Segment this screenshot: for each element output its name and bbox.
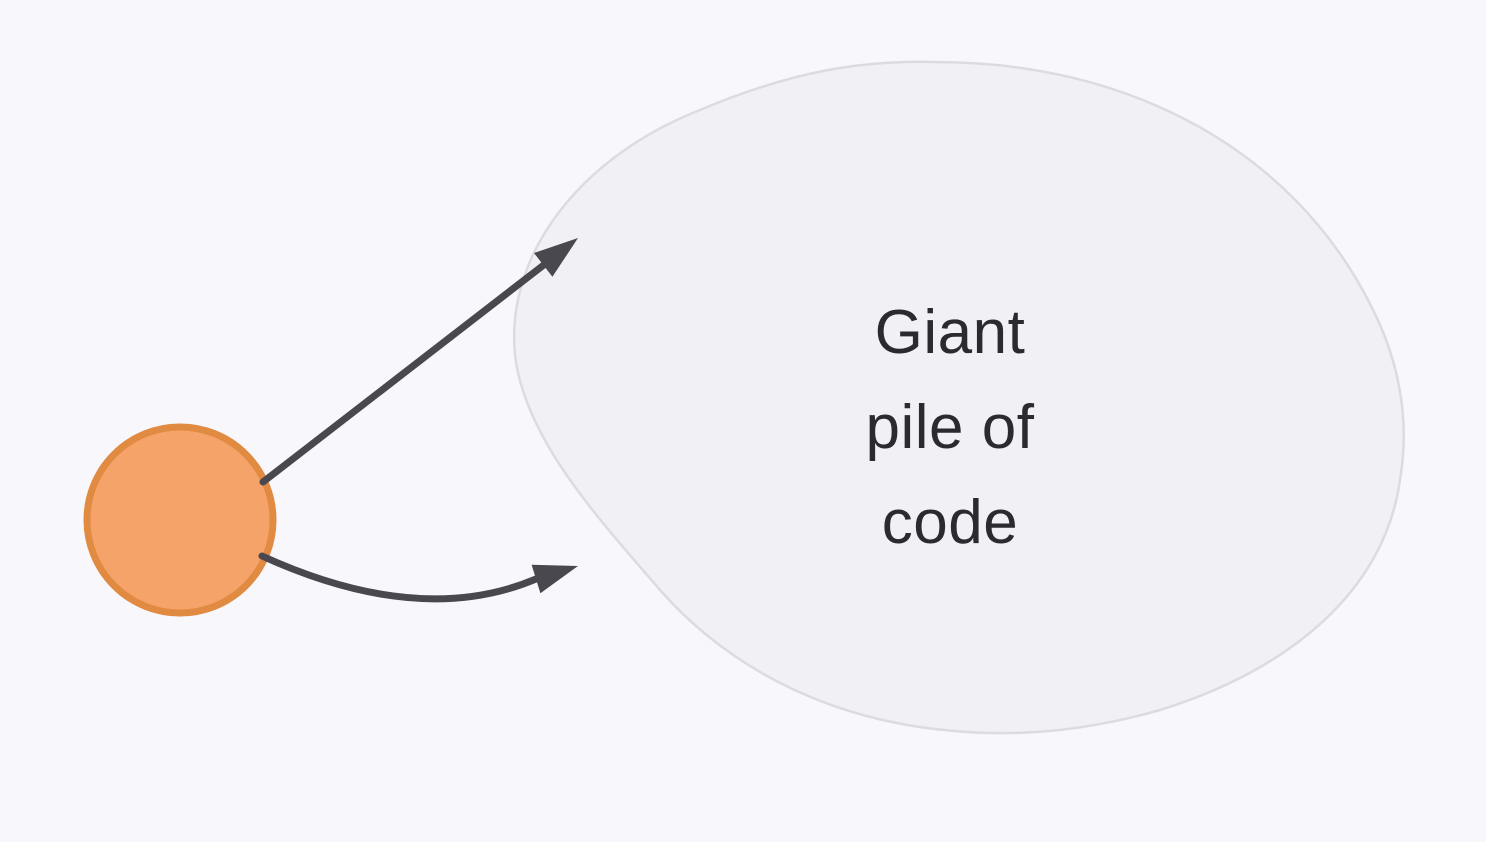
code-pile-blob xyxy=(512,60,1405,735)
arrow-top-arrowhead-icon xyxy=(534,238,578,277)
code-pile-label-line-3: code xyxy=(881,488,1019,557)
orange-circle-node xyxy=(83,423,277,617)
code-pile-label: Giant pile of code xyxy=(866,285,1035,570)
arrow-top xyxy=(259,238,578,486)
arrow-bottom xyxy=(258,552,578,603)
code-pile-label-line-1: Giant xyxy=(874,298,1026,367)
arrow-top-shaft xyxy=(259,260,549,486)
arrow-bottom-arrowhead-icon xyxy=(531,564,578,594)
code-pile-label-line-2: pile of xyxy=(865,393,1035,462)
arrow-bottom-shaft xyxy=(258,552,540,603)
